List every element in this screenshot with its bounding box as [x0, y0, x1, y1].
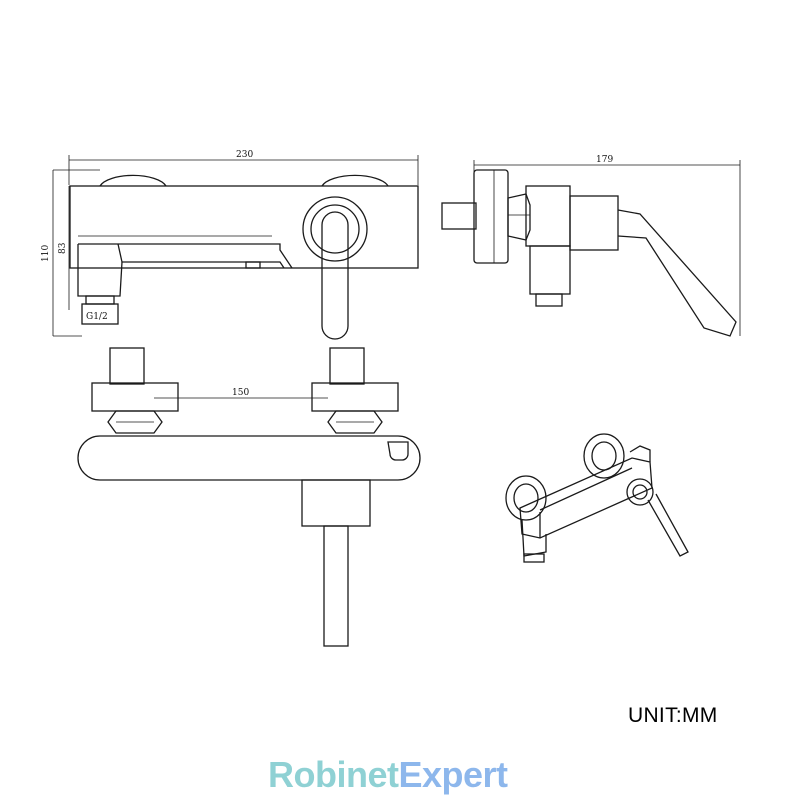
dim-230: 230	[236, 150, 253, 160]
dim-179: 179	[596, 155, 613, 165]
side-view: 179	[441, 155, 741, 337]
brand-part2: Expert	[398, 754, 508, 795]
dim-110: 110	[41, 245, 51, 262]
front-view: 230 110 83 G1/2	[41, 150, 419, 340]
brand-part1: Robinet	[268, 754, 399, 795]
dim-83: 83	[58, 242, 68, 254]
isometric-view	[505, 433, 689, 563]
top-view: 150	[77, 347, 421, 647]
unit-label: UNIT:MM	[628, 704, 718, 727]
dim-150: 150	[232, 388, 249, 398]
brand-logo: RobinetExpert	[268, 754, 508, 796]
dim-g12: G1/2	[86, 312, 108, 322]
